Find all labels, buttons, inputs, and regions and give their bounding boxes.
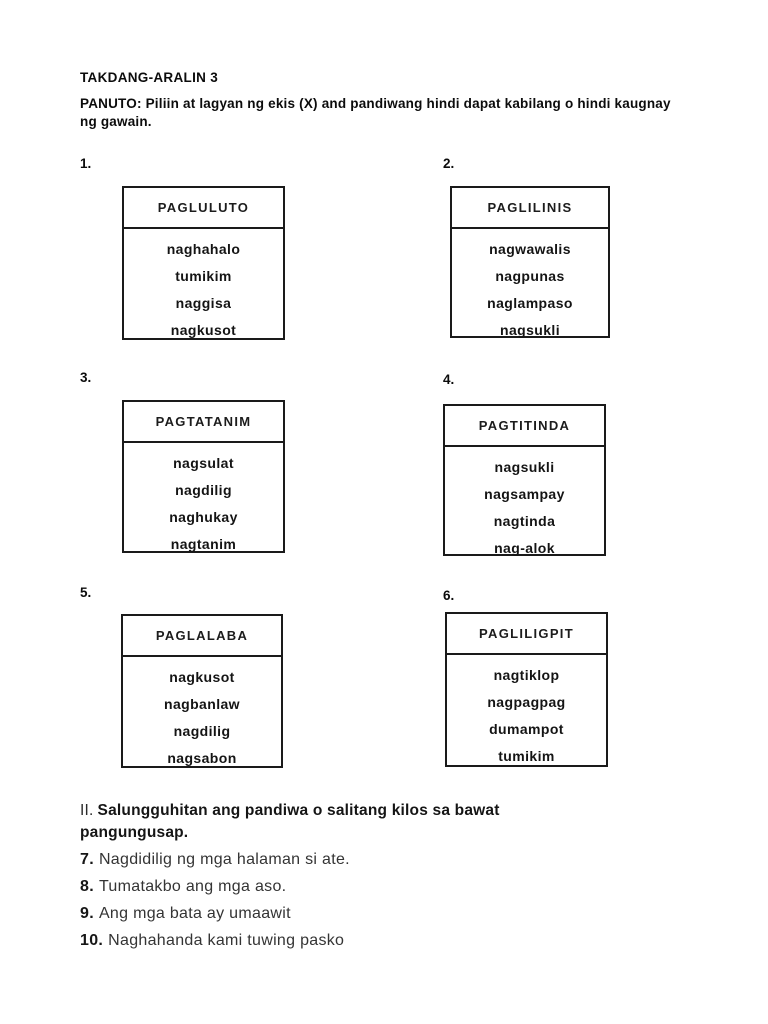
instructions-text: PANUTO: Piliin at lagyan ng ekis (X) and… xyxy=(80,96,671,129)
verb-box-paglalaba: PAGLALABA nagkusot nagbanlaw nagdilig na… xyxy=(121,614,283,768)
sentence-number: 8. xyxy=(80,878,94,895)
verb-item: nagtinda xyxy=(493,513,556,529)
sentence-8: 8.Tumatakbo ang mga aso. xyxy=(80,878,286,896)
sentence-text: Naghahanda kami tuwing pasko xyxy=(108,932,345,949)
sentence-text: Ang mga bata ay umaawit xyxy=(98,905,291,922)
item-number-4: 4. xyxy=(443,372,455,387)
verb-box-title: PAGLALABA xyxy=(123,616,281,657)
verb-box-title: PAGLILIGPIT xyxy=(447,614,606,655)
verb-box-paglilinis: PAGLILINIS nagwawalis nagpunas naglampas… xyxy=(450,186,610,338)
item-number-2: 2. xyxy=(443,156,455,171)
verb-box-title: PAGLILINIS xyxy=(452,188,608,229)
verb-box-items: naghahalo tumikim naggisa nagkusot xyxy=(124,229,283,344)
verb-box-pagtitinda: PAGTITINDA nagsukli nagsampay nagtinda n… xyxy=(443,404,606,556)
verb-box-items: nagwawalis nagpunas naglampaso nagsukli xyxy=(452,229,608,344)
verb-item: nagsukli xyxy=(494,459,555,475)
sentence-number: 10. xyxy=(80,932,104,949)
verb-item: nagsabon xyxy=(167,750,237,766)
verb-item: naghukay xyxy=(169,509,238,525)
verb-item: nagpunas xyxy=(495,268,565,284)
verb-item: nagkusot xyxy=(169,669,235,685)
verb-item: nagtanim xyxy=(170,536,237,552)
verb-item: nagpagpag xyxy=(487,694,566,710)
verb-item: nagsukli xyxy=(500,322,560,338)
verb-item: naghahalo xyxy=(166,241,241,257)
verb-box-items: nagsulat nagdilig naghukay nagtanim xyxy=(124,443,283,558)
verb-item: nagwawalis xyxy=(489,241,571,257)
verb-item: nag-alok xyxy=(494,540,555,556)
sentence-text: Tumatakbo ang mga aso. xyxy=(98,878,287,895)
sentence-text: Nagdidilig ng mga halaman si ate. xyxy=(98,851,350,868)
page-title: TAKDANG-ARALIN 3 xyxy=(80,70,219,85)
sentence-number: 9. xyxy=(80,905,94,922)
verb-item: nagdilig xyxy=(175,482,232,498)
section-2-heading-text: Salungguhitan ang pandiwa o salitang kil… xyxy=(80,802,500,841)
verb-item: nagbanlaw xyxy=(164,696,240,712)
verb-item: nagsulat xyxy=(173,455,234,471)
verb-box-items: nagtiklop nagpagpag dumampot tumikim xyxy=(447,655,606,770)
sentence-10: 10.Naghahanda kami tuwing pasko xyxy=(80,932,344,950)
verb-item: nagdilig xyxy=(173,723,231,739)
sentence-9: 9.Ang mga bata ay umaawit xyxy=(80,905,291,923)
verb-box-title: PAGLULUTO xyxy=(124,188,283,229)
verb-item: tumikim xyxy=(498,748,555,764)
section-2-numeral: II. xyxy=(80,802,94,819)
verb-box-pagtatanim: PAGTATANIM nagsulat nagdilig naghukay na… xyxy=(122,400,285,553)
item-number-3: 3. xyxy=(80,370,92,385)
sentence-number: 7. xyxy=(80,851,94,868)
verb-item: dumampot xyxy=(489,721,564,737)
verb-box-title: PAGTITINDA xyxy=(445,406,604,447)
verb-box-pagliligpit: PAGLILIGPIT nagtiklop nagpagpag dumampot… xyxy=(445,612,608,767)
verb-box-pagluluto: PAGLULUTO naghahalo tumikim naggisa nagk… xyxy=(122,186,285,340)
verb-item: naggisa xyxy=(175,295,232,311)
verb-box-title: PAGTATANIM xyxy=(124,402,283,443)
verb-box-items: nagsukli nagsampay nagtinda nag-alok xyxy=(445,447,604,562)
sentence-7: 7.Nagdidilig ng mga halaman si ate. xyxy=(80,851,350,869)
verb-item: nagtiklop xyxy=(493,667,560,683)
item-number-5: 5. xyxy=(80,585,92,600)
verb-item: nagkusot xyxy=(170,322,237,338)
verb-item: nagsampay xyxy=(484,486,565,502)
section-2-heading: II.Salungguhitan ang pandiwa o salitang … xyxy=(80,800,600,844)
verb-item: tumikim xyxy=(175,268,232,284)
item-number-6: 6. xyxy=(443,588,455,603)
verb-box-items: nagkusot nagbanlaw nagdilig nagsabon xyxy=(123,657,281,772)
item-number-1: 1. xyxy=(80,156,92,171)
verb-item: naglampaso xyxy=(487,295,573,311)
